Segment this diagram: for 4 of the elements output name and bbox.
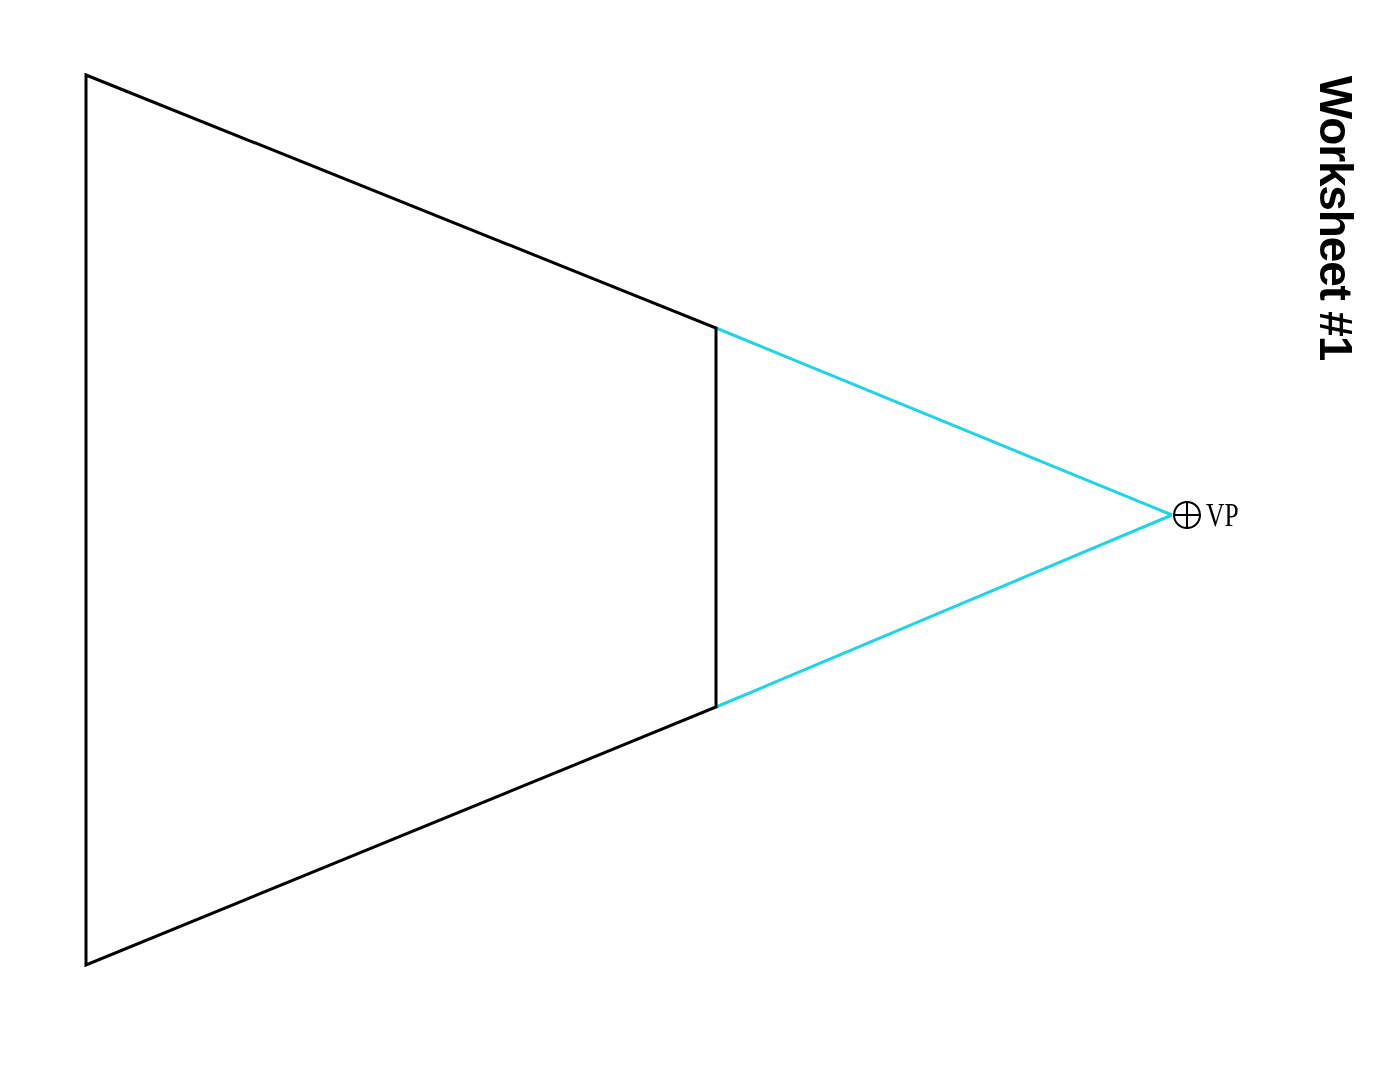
perspective-line: [715, 513, 1173, 709]
point-label: VP: [1206, 498, 1239, 532]
title: Worksheet #1: [1313, 75, 1359, 361]
perspective-line: [715, 326, 1173, 517]
